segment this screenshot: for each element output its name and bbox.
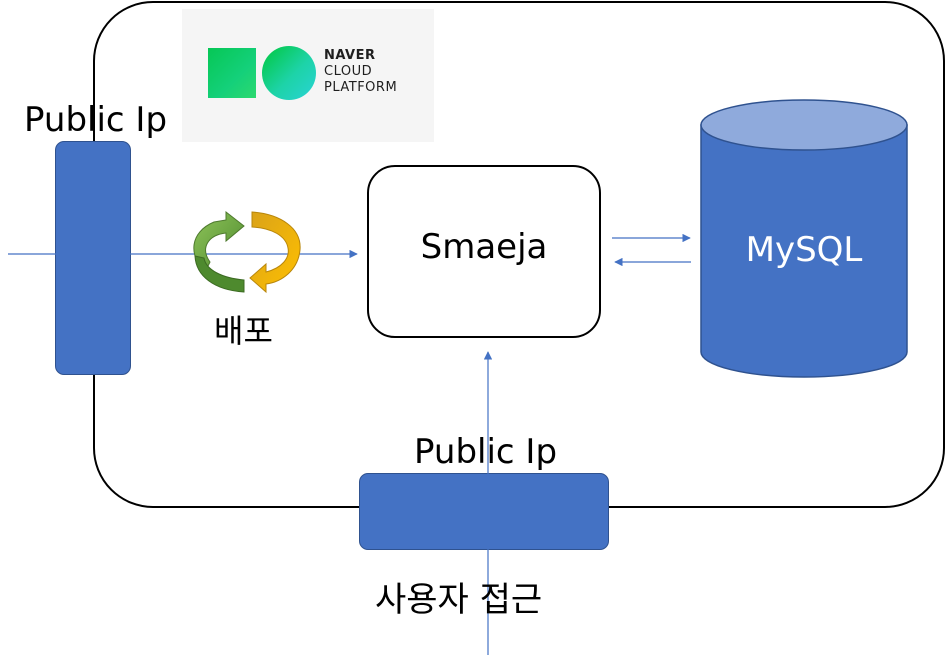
mysql-database-cylinder [700, 99, 908, 378]
mysql-label: MySQL [745, 230, 863, 270]
left-public-ip-label: Public Ip [24, 100, 168, 140]
left-public-ip-node [55, 141, 131, 375]
logo-line-cloud: CLOUD [324, 64, 373, 79]
deploy-label: 배포 [214, 312, 273, 350]
logo-circle-mark [262, 46, 316, 100]
refresh-cycle-icon [193, 210, 301, 294]
user-access-label: 사용자 접근 [375, 580, 543, 620]
logo-line-naver: NAVER [324, 48, 376, 63]
bottom-public-ip-node [359, 473, 609, 550]
bottom-public-ip-label: Public Ip [414, 432, 558, 472]
app-server-label: Smaeja [420, 226, 548, 267]
logo-square-mark [208, 48, 256, 98]
app-server-box: Smaeja [367, 165, 601, 338]
logo-wordmark: NAVER CLOUD PLATFORM [324, 48, 397, 96]
logo-line-platform: PLATFORM [324, 80, 398, 95]
